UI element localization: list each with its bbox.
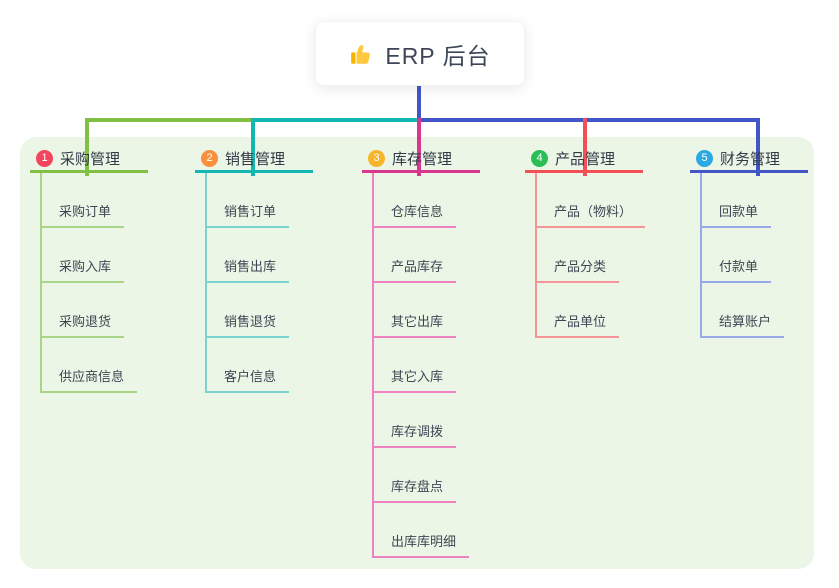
mindmap-item: 供应商信息 [42,338,148,393]
branch-label: 产品管理 [555,151,616,168]
branch-inventory: 3 库存管理 仓库信息产品库存其它出库其它入库库存调拨库存盘点出库库明细 [362,147,480,558]
branch-badge-3: 3 [368,150,385,167]
mindmap-item: 产品库存 [374,228,480,283]
root-node-label: ERP 后台 [385,42,491,69]
mindmap-item: 产品单位 [537,283,643,338]
thumbs-up-icon [349,41,375,67]
mindmap-item-label[interactable]: 供应商信息 [42,366,138,393]
mindmap-item-label[interactable]: 结算账户 [702,311,785,338]
bus-line-green [85,118,253,122]
mindmap-item-label[interactable]: 出库库明细 [374,531,470,558]
branch-label: 财务管理 [720,151,781,168]
branch-sales: 2 销售管理 销售订单销售出库销售退货客户信息 [195,147,313,393]
bus-line-indigo [417,118,760,122]
mindmap-item: 回款单 [702,173,808,228]
mindmap-item-label[interactable]: 库存盘点 [374,476,457,503]
branch-product: 4 产品管理 产品（物料） 产品分类产品单位 [525,147,646,338]
branch-drop-line-3 [417,118,421,176]
mindmap-item: 出库库明细 [374,503,480,558]
branch-label: 销售管理 [225,151,286,168]
mindmap-item: 库存盘点 [374,448,480,503]
mindmap-item-label[interactable]: 仓库信息 [374,201,457,228]
branch-badge-5: 5 [696,150,713,167]
branch-drop-line-1 [85,118,89,176]
mindmap-item: 产品（物料） [537,173,646,228]
mindmap-item-label[interactable]: 产品（物料） [537,201,646,228]
mindmap-item: 销售退货 [207,283,313,338]
branches-background-panel [20,137,814,569]
branch-items-product: 产品（物料） 产品分类产品单位 [535,173,646,338]
mindmap-item: 销售出库 [207,228,313,283]
mindmap-item: 仓库信息 [374,173,480,228]
branch-label: 库存管理 [392,151,453,168]
mindmap-item-label[interactable]: 销售退货 [207,311,290,338]
branch-items-finance: 回款单付款单结算账户 [700,173,808,338]
mindmap-item: 采购入库 [42,228,148,283]
mindmap-item: 客户信息 [207,338,313,393]
mindmap-item: 采购退货 [42,283,148,338]
mindmap-item-label[interactable]: 其它入库 [374,366,457,393]
branch-node-purchase[interactable]: 1 采购管理 [30,147,148,173]
mindmap-item: 库存调拨 [374,393,480,448]
branch-badge-2: 2 [201,150,218,167]
branch-items-sales: 销售订单销售出库销售退货客户信息 [205,173,313,393]
mindmap-item-label[interactable]: 采购订单 [42,201,125,228]
mindmap-item-label[interactable]: 产品分类 [537,256,620,283]
mindmap-item-label[interactable]: 采购退货 [42,311,125,338]
mindmap-item-label[interactable]: 销售订单 [207,201,290,228]
mindmap-item: 其它出库 [374,283,480,338]
mindmap-item: 结算账户 [702,283,808,338]
mindmap-item: 其它入库 [374,338,480,393]
mindmap-item: 付款单 [702,228,808,283]
mindmap-item-label[interactable]: 采购入库 [42,256,125,283]
branch-finance: 5 财务管理 回款单付款单结算账户 [690,147,808,338]
branch-badge-1: 1 [36,150,53,167]
branch-node-product[interactable]: 4 产品管理 [525,147,643,173]
mindmap-item: 产品分类 [537,228,643,283]
branch-badge-4: 4 [531,150,548,167]
root-node[interactable]: ERP 后台 [315,21,525,86]
mindmap-item-label[interactable]: 销售出库 [207,256,290,283]
bus-line-teal [251,118,419,122]
mindmap-item-label[interactable]: 库存调拨 [374,421,457,448]
mindmap-item-label[interactable]: 产品库存 [374,256,457,283]
mindmap-item: 采购订单 [42,173,148,228]
mindmap-item-label[interactable]: 客户信息 [207,366,290,393]
mindmap-item-label[interactable]: 其它出库 [374,311,457,338]
mindmap-item-label[interactable]: 产品单位 [537,311,620,338]
branch-label: 采购管理 [60,151,121,168]
branch-purchase: 1 采购管理 采购订单采购入库采购退货供应商信息 [30,147,148,393]
branch-node-finance[interactable]: 5 财务管理 [690,147,808,173]
branch-items-purchase: 采购订单采购入库采购退货供应商信息 [40,173,148,393]
mindmap-item-label[interactable]: 回款单 [702,201,772,228]
mindmap-item-label[interactable]: 付款单 [702,256,772,283]
branch-node-sales[interactable]: 2 销售管理 [195,147,313,173]
branch-node-inventory[interactable]: 3 库存管理 [362,147,480,173]
branch-items-inventory: 仓库信息产品库存其它出库其它入库库存调拨库存盘点出库库明细 [372,173,480,558]
mindmap-item: 销售订单 [207,173,313,228]
branch-drop-line-4 [583,118,587,176]
branch-drop-line-5 [756,118,760,176]
root-connector-line [417,84,421,122]
branch-drop-line-2 [251,118,255,176]
